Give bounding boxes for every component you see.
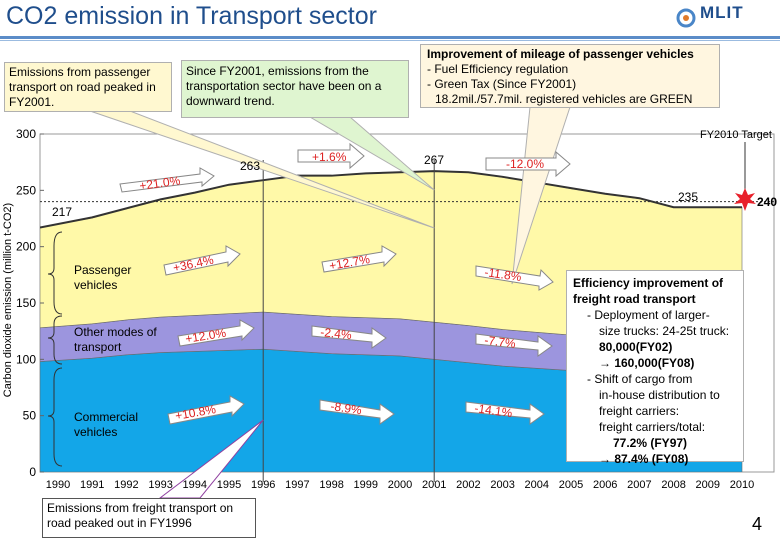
freight-line-7: freight carriers:	[599, 404, 680, 418]
x-tick-label: 1990	[46, 479, 70, 491]
y-tick-label: 250	[16, 183, 36, 197]
logo-text: MLIT	[700, 3, 744, 22]
mileage-box: Improvement of mileage of passenger vehi…	[420, 44, 720, 108]
x-tick-label: 2000	[388, 479, 412, 491]
value-1996: 263	[240, 159, 260, 173]
freight-efficiency-box: Efficiency improvement of freight road t…	[566, 270, 744, 466]
y-tick-label: 200	[16, 240, 36, 254]
growth-oth-96-01: -2.4%	[320, 325, 353, 342]
x-tick-label: 1991	[80, 479, 104, 491]
y-tick-label: 0	[29, 465, 36, 479]
growth-total-96-01: +1.6%	[312, 150, 347, 164]
value-2001: 267	[424, 153, 444, 167]
mileage-line-3: 18.2mil./57.7mil. registered vehicles ar…	[435, 92, 693, 106]
growth-arrow-total-90-96	[119, 167, 215, 193]
x-tick-label: 2001	[422, 479, 446, 491]
x-tick-label: 1998	[319, 479, 343, 491]
x-tick-label: 2010	[730, 479, 754, 491]
y-tick-label: 150	[16, 296, 36, 310]
freight-line-1: - Deployment of larger-	[587, 308, 710, 322]
growth-arrow-oth-01-08	[475, 333, 553, 357]
brace-other	[47, 315, 63, 365]
x-tick-label: 2003	[490, 479, 514, 491]
value-2008: 235	[678, 190, 698, 204]
x-tick-label: 2005	[559, 479, 583, 491]
label-other-2: transport	[74, 340, 122, 354]
growth-arrow-com-01-08	[465, 401, 545, 425]
callout-freight-peak: Emissions from freight transport on road…	[42, 498, 256, 538]
growth-com-96-01: -8.9%	[330, 399, 363, 417]
x-tick-label: 1999	[354, 479, 378, 491]
x-tick-label: 1994	[183, 479, 207, 491]
x-tick-label: 1996	[251, 479, 275, 491]
x-tick-label: 1993	[148, 479, 172, 491]
freight-line-9: 77.2% (FY97)	[613, 436, 688, 450]
x-tick-label: 2002	[456, 479, 480, 491]
mlit-logo	[676, 8, 696, 28]
x-tick-label: 2004	[525, 479, 549, 491]
freight-line-6: in-house distribution to	[599, 388, 720, 402]
growth-oth-01-08: -7.7%	[484, 333, 517, 351]
freight-line-5: - Shift of cargo from	[587, 372, 693, 386]
growth-oth-90-96: +12.0%	[184, 326, 227, 346]
growth-arrow-pass-96-01	[321, 245, 397, 273]
x-tick-label: 2009	[696, 479, 720, 491]
mileage-line-2: - Green Tax (Since FY2001)	[427, 77, 577, 91]
title-divider	[0, 36, 780, 39]
growth-arrow-oth-90-96	[177, 319, 255, 347]
growth-pass-01-08: -11.8%	[484, 265, 523, 284]
x-tick-label: 1992	[114, 479, 138, 491]
target-label: FY2010 Target	[700, 129, 772, 141]
brace-passenger	[47, 231, 63, 315]
x-tick-label: 1997	[285, 479, 309, 491]
mileage-line-1: - Fuel Efficiency regulation	[427, 62, 569, 76]
y-tick-label: 300	[16, 127, 36, 141]
freight-line-2: size trucks: 24-25t truck:	[599, 324, 730, 338]
label-other-1: Other modes of	[74, 325, 157, 339]
x-tick-label: 2006	[593, 479, 617, 491]
mileage-heading: Improvement of mileage of passenger vehi…	[427, 47, 694, 61]
x-tick-label: 1995	[217, 479, 241, 491]
label-commercial-1: Commercial	[74, 410, 138, 424]
x-tick-label: 2007	[627, 479, 651, 491]
total-line	[40, 170, 742, 229]
brace-commercial	[47, 367, 63, 467]
freight-line-10: → 87.4% (FY08)	[599, 452, 689, 466]
growth-com-01-08: -14.1%	[474, 401, 514, 420]
label-passenger-1: Passenger	[74, 263, 131, 277]
page-number: 4	[752, 514, 763, 534]
y-tick-label: 100	[16, 352, 36, 366]
y-tick-label: 50	[23, 409, 37, 423]
growth-total-90-96: +21.0%	[138, 173, 181, 193]
page-title: CO2 emission in Transport sector	[6, 2, 377, 30]
label-commercial-2: vehicles	[74, 425, 117, 439]
y-axis-label: Carbon dioxide emission (million t-CO2)	[2, 203, 14, 397]
callout-sector-trend: Since FY2001, emissions from the transpo…	[181, 60, 409, 118]
growth-arrow-pass-90-96	[163, 245, 241, 276]
freight-line-8: freight carriers/total:	[599, 420, 706, 434]
target-value: 240	[757, 195, 777, 209]
growth-total-01-08: -12.0%	[506, 157, 544, 171]
growth-arrow-com-90-96	[167, 395, 245, 425]
growth-arrow-total-96-01	[297, 142, 365, 170]
x-tick-label: 2008	[661, 479, 685, 491]
freight-heading: Efficiency improvement of freight road t…	[573, 276, 724, 306]
callout-passenger-peak: Emissions from passenger transport on ro…	[4, 62, 172, 112]
growth-arrow-com-96-01	[319, 399, 395, 425]
label-passenger-2: vehicles	[74, 278, 117, 292]
growth-arrow-total-01-08	[485, 150, 571, 178]
value-1990: 217	[52, 205, 72, 219]
growth-arrow-pass-01-08	[475, 265, 554, 291]
target-burst	[734, 188, 756, 211]
freight-line-4: → 160,000(FY08)	[599, 356, 695, 370]
freight-line-3: 80,000(FY02)	[599, 340, 673, 354]
growth-arrow-oth-96-01	[311, 325, 387, 349]
title-divider-thin	[0, 40, 780, 41]
